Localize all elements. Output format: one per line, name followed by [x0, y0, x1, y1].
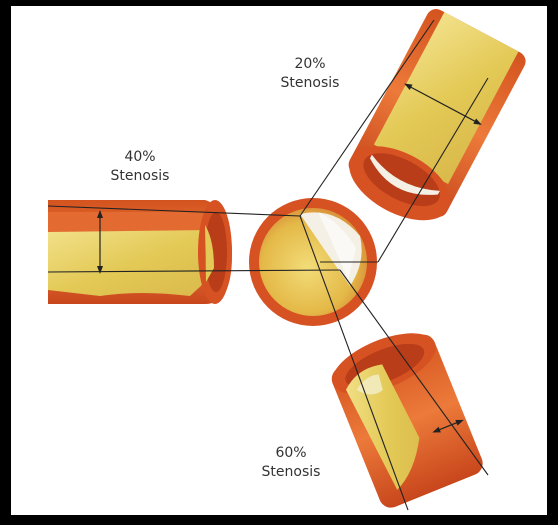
- label-60-percent-value: 60%: [246, 444, 336, 463]
- vessel-40-percent: [48, 200, 232, 304]
- vessel-60-percent: [324, 321, 486, 511]
- label-20-percent-value: 20%: [265, 55, 355, 74]
- label-40-percent-value: 40%: [95, 148, 185, 167]
- label-60-percent: 60% Stenosis: [246, 444, 336, 482]
- label-40-percent-word: Stenosis: [95, 167, 185, 186]
- label-40-percent: 40% Stenosis: [95, 148, 185, 186]
- label-20-percent: 20% Stenosis: [265, 55, 355, 93]
- label-60-percent-word: Stenosis: [246, 463, 336, 482]
- label-20-percent-word: Stenosis: [265, 74, 355, 93]
